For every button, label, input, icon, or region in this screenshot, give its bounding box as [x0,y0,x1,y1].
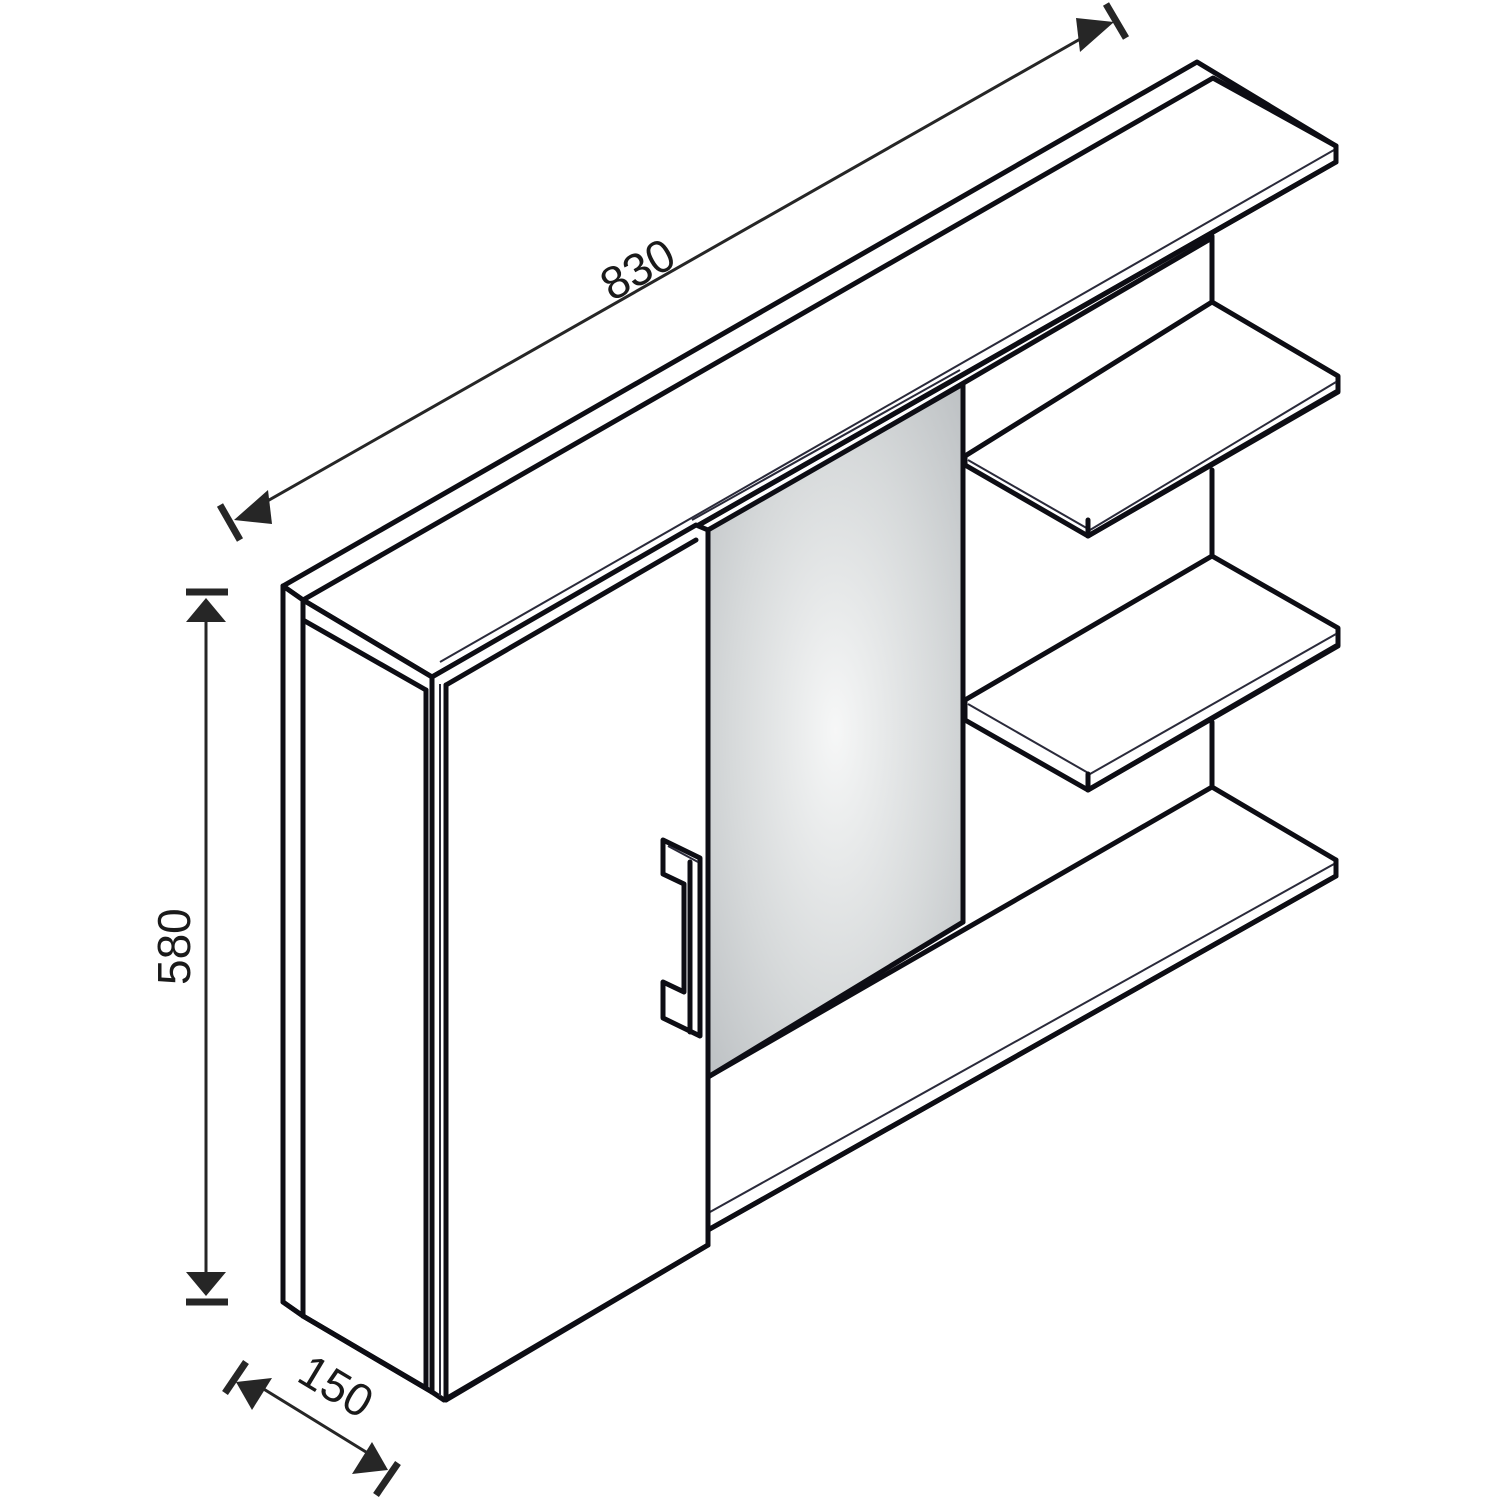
arrow-up-icon [186,598,226,622]
mirror [691,369,966,1080]
arrow-down-icon [186,1272,226,1296]
arrow-right-icon [1076,18,1114,52]
width-label: 830 [591,228,683,311]
left-side-panel [280,583,435,1395]
height-label: 580 [148,908,200,985]
arrow-downright-icon [352,1442,388,1474]
door-handle[interactable] [660,837,703,1039]
depth-dimension: 150 [222,1344,401,1497]
height-dimension: 580 [148,588,228,1306]
middle-shelf [962,553,1341,793]
door-panel [429,522,711,1403]
arrow-left-icon [234,490,272,524]
arrow-upleft-icon [236,1378,272,1410]
